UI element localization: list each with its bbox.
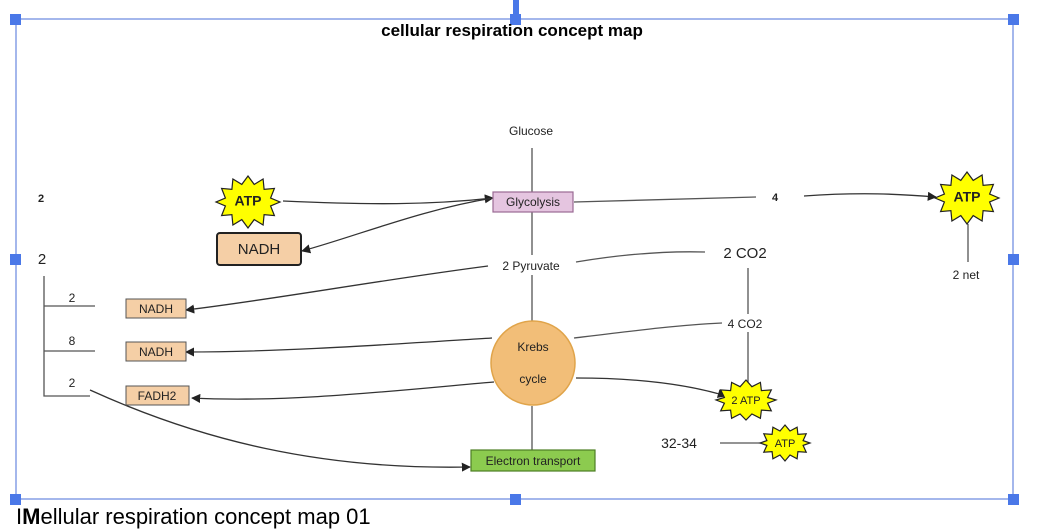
resize-handle-tm[interactable]	[510, 14, 521, 25]
arrow-krebs-fadh2	[191, 381, 495, 403]
resize-handle-tl[interactable]	[10, 14, 21, 25]
nadh-big-box	[216, 232, 302, 266]
co2-mid-label: 4 CO2	[728, 317, 763, 331]
count-two-top-left: 2	[38, 193, 44, 205]
caption-bold: M	[22, 504, 41, 529]
co2-top-label: 2 CO2	[723, 245, 766, 262]
nadh-box-1	[125, 298, 187, 319]
arrow-krebs-nadh	[185, 337, 493, 357]
arrow-atp-glycolysis	[282, 194, 494, 205]
nadh-big-label: NADH	[238, 241, 281, 258]
glycolysis-four-line	[573, 196, 757, 203]
image-caption: IMellular respiration concept map 01	[16, 506, 371, 528]
pyruvate-label: 2 Pyruvate	[502, 259, 560, 273]
fadh2-label: FADH2	[138, 389, 177, 403]
glycolysis-label: Glycolysis	[506, 195, 560, 209]
atp-right-label: ATP	[954, 189, 981, 205]
nadh-small-2-label: NADH	[139, 345, 173, 359]
connectors	[43, 148, 969, 450]
electron-transport-box	[470, 449, 596, 472]
arrow-krebs-2atp	[575, 377, 727, 398]
electron-transport-label: Electron transport	[486, 454, 581, 468]
count-two-left: 2	[38, 251, 46, 268]
atp-range-label: 32-34	[661, 435, 697, 451]
left-bracket	[43, 276, 90, 397]
resize-handle-bm[interactable]	[510, 494, 521, 505]
krebs-co2-line	[573, 322, 723, 339]
atp-burst-krebs-shape	[714, 379, 778, 421]
fadh2-box	[125, 385, 190, 406]
glucose-label: Glucose	[509, 124, 553, 138]
krebs-cycle-circle	[490, 320, 576, 406]
count-four: 4	[772, 192, 779, 204]
resize-handle-tr[interactable]	[1008, 14, 1019, 25]
arrow-bracket-et	[89, 389, 471, 472]
nadh-small-1-label: NADH	[139, 302, 173, 316]
resize-handle-br[interactable]	[1008, 494, 1019, 505]
diagram-title: cellular respiration concept map	[381, 21, 643, 40]
caption-prefix: I	[16, 504, 23, 529]
nadh-box-2	[125, 341, 187, 362]
atp-burst-left-shape	[214, 174, 282, 230]
atp-burst-right-shape	[933, 170, 1001, 226]
arrow-glycolysis-nadh	[301, 197, 494, 254]
resize-handle-ml[interactable]	[10, 254, 21, 265]
selection-frame[interactable]	[10, 0, 1019, 505]
atp-left-label: ATP	[235, 193, 262, 209]
nadh1-count: 2	[69, 291, 76, 305]
atp-burst-et-shape	[758, 424, 812, 462]
krebs-label-line1: Krebs	[517, 340, 548, 354]
krebs-label-line2: cycle	[519, 372, 547, 386]
caption-rest: ellular respiration concept map 01	[40, 504, 371, 529]
two-net-label: 2 net	[953, 268, 980, 282]
resize-handle-mr[interactable]	[1008, 254, 1019, 265]
rotate-handle[interactable]	[513, 0, 519, 18]
arrow-pyruvate-nadh	[185, 265, 489, 314]
arrow-four-atp	[803, 191, 937, 201]
resize-handle-bl[interactable]	[10, 494, 21, 505]
pyruvate-co2-line	[575, 251, 706, 263]
glycolysis-box	[492, 191, 574, 213]
atp-et-label: ATP	[775, 438, 796, 450]
nadh2-count: 8	[69, 334, 76, 348]
fadh2-count: 2	[69, 376, 76, 390]
arrows	[89, 191, 937, 472]
atp-krebs-label: 2 ATP	[731, 395, 760, 407]
